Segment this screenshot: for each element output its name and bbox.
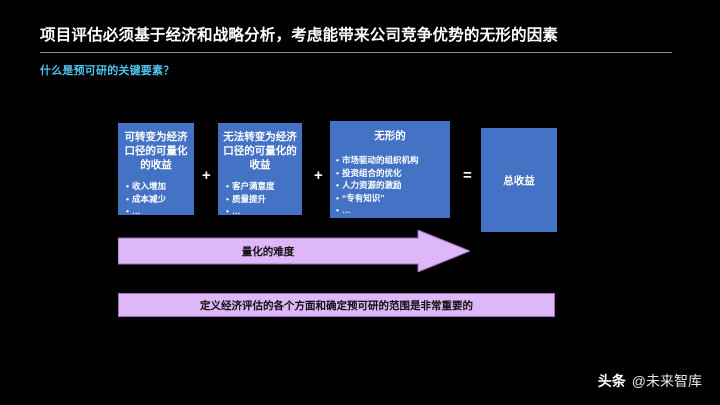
list-item: … bbox=[126, 205, 194, 215]
box-bullet-list: 客户满意度 质量提升 … bbox=[218, 172, 302, 215]
box-bullet-list: 收入增加 成本减少 … bbox=[118, 172, 194, 215]
list-item: 收入增加 bbox=[126, 180, 194, 193]
list-item: … bbox=[336, 204, 450, 217]
total-benefit-box: 总收益 bbox=[481, 128, 557, 232]
list-item: … bbox=[226, 205, 302, 215]
box-heading: 无法转变为经济口径的可量化的收益 bbox=[223, 131, 297, 171]
operator-plus: + bbox=[314, 167, 323, 184]
list-item: 成本减少 bbox=[126, 193, 194, 206]
list-item: “专有知识” bbox=[336, 192, 450, 205]
box-bullet-list: 市场驱动的组织机构 投资组合的优化 人力资源的激励 “专有知识” … bbox=[330, 143, 450, 217]
operator-equals: = bbox=[463, 167, 472, 184]
benefit-box-intangible: 无形的 市场驱动的组织机构 投资组合的优化 人力资源的激励 “专有知识” … bbox=[330, 121, 450, 218]
box-heading: 可转变为经济口径的可量化的收益 bbox=[124, 131, 188, 171]
watermark-handle: @未来智库 bbox=[631, 373, 702, 389]
box-heading: 无形的 bbox=[374, 130, 406, 142]
list-item: 人力资源的激励 bbox=[336, 179, 450, 192]
title-divider bbox=[40, 52, 672, 53]
list-item: 质量提升 bbox=[226, 193, 302, 206]
benefit-box-nonconvertible: 无法转变为经济口径的可量化的收益 客户满意度 质量提升 … bbox=[218, 123, 302, 215]
total-label: 总收益 bbox=[503, 174, 535, 187]
list-item: 投资组合的优化 bbox=[336, 167, 450, 180]
benefit-box-convertible: 可转变为经济口径的可量化的收益 收入增加 成本减少 … bbox=[118, 123, 194, 215]
watermark: 头条 @未来智库 bbox=[598, 371, 702, 391]
key-message-banner: 定义经济评估的各个方面和确定预可研的范围是非常重要的 bbox=[118, 293, 555, 317]
list-item: 客户满意度 bbox=[226, 180, 302, 193]
right-arrow-icon bbox=[118, 230, 470, 272]
banner-text: 定义经济评估的各个方面和确定预可研的范围是非常重要的 bbox=[200, 299, 473, 312]
watermark-brand: 头条 bbox=[597, 373, 626, 389]
difficulty-arrow: 量化的难度 bbox=[118, 230, 470, 272]
operator-plus: + bbox=[202, 167, 211, 184]
list-item: 市场驱动的组织机构 bbox=[336, 154, 450, 167]
page-title: 项目评估必须基于经济和战略分析，考虑能带来公司竞争优势的无形的因素 bbox=[40, 27, 559, 44]
page-subtitle: 什么是预可研的关键要素？ bbox=[40, 65, 175, 77]
